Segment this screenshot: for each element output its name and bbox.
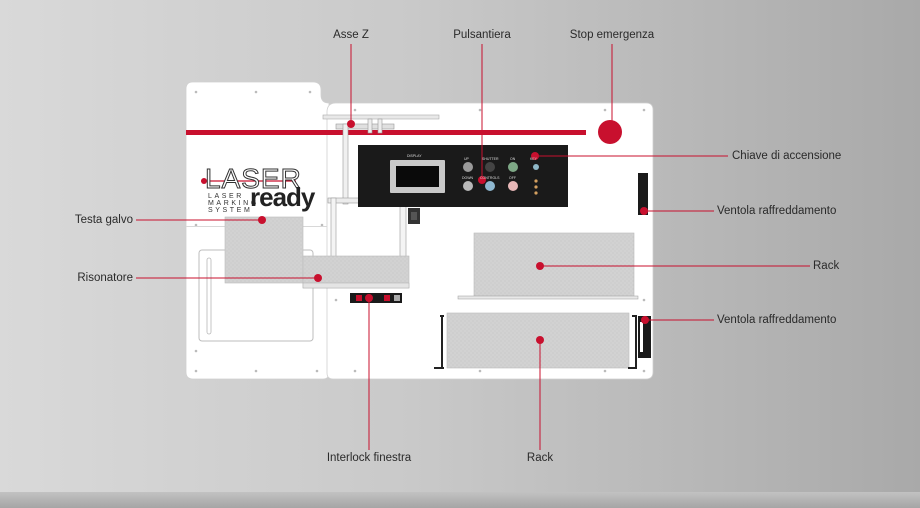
panel-screen xyxy=(396,166,439,187)
rack-upper-shelf xyxy=(457,295,639,300)
interlock-switch-3 xyxy=(394,295,400,301)
galvo-head-block xyxy=(224,216,304,284)
label-rack-bottom: Rack xyxy=(526,452,554,464)
label-stop-emergenza: Stop emergenza xyxy=(569,29,655,41)
label-chiave-accensione: Chiave di accensione xyxy=(732,150,842,162)
panel-button-label-on: ON xyxy=(510,157,516,161)
leader-lines xyxy=(136,44,810,450)
panel-button-label-shutter: SHUTTER xyxy=(482,157,499,161)
rack-upper-block xyxy=(473,232,635,298)
rack-lower-bracket-left xyxy=(434,315,444,369)
interlock-switch-1 xyxy=(356,295,362,301)
panel-screen-label: DISPLAY xyxy=(407,154,422,158)
interlock-block xyxy=(350,293,402,303)
logo-sub-line2: MARKING xyxy=(208,200,259,207)
panel-button-label-up: UP xyxy=(464,157,469,161)
resonator-plate xyxy=(302,282,410,289)
panel-button-label-controls: CONTROLS xyxy=(480,176,500,180)
logo-laser-text: LASER xyxy=(205,163,302,194)
logo-sub-line1: LASER xyxy=(208,193,244,200)
panel-key-label: KEY xyxy=(530,157,538,161)
logo-ready-text: ready xyxy=(250,182,315,212)
label-rack-right: Rack xyxy=(813,260,840,272)
panel-buttons xyxy=(463,162,539,195)
label-testa-galvo: Testa galvo xyxy=(74,214,133,226)
resonator-block xyxy=(302,255,410,289)
emergency-stop-button xyxy=(598,120,622,144)
interlock-switch-2 xyxy=(384,295,390,301)
cooling-fan-bottom-grille xyxy=(640,322,643,352)
leader-dots xyxy=(201,120,649,344)
logo-sub-line3: SYSTEM xyxy=(208,207,253,214)
red-stripe xyxy=(186,130,586,135)
top-rail xyxy=(322,114,440,120)
label-asse-z: Asse Z xyxy=(333,29,369,41)
z-axis-pillar-right2 xyxy=(377,118,383,134)
gantry-sensor-inner xyxy=(411,212,417,220)
z-axis-pillar-left xyxy=(342,123,349,205)
screws xyxy=(194,90,646,373)
z-axis-mount xyxy=(335,123,395,130)
rack-lower-bracket-right xyxy=(628,315,637,369)
floor-shadow xyxy=(0,492,920,508)
label-pulsantiera: Pulsantiera xyxy=(453,29,511,41)
label-risonatore: Risonatore xyxy=(77,272,133,284)
z-axis-pillar-right xyxy=(367,118,373,134)
panel-button-label-down: DOWN xyxy=(462,176,474,180)
label-ventola-raffreddamento-top: Ventola raffreddamento xyxy=(717,205,837,217)
cooling-fan-top xyxy=(638,173,648,215)
label-interlock-finestra: Interlock finestra xyxy=(326,452,412,464)
panel-button-label-off: OFF xyxy=(509,176,516,180)
label-ventola-raffreddamento-bottom: Ventola raffreddamento xyxy=(717,314,837,326)
door-handle xyxy=(206,257,212,335)
